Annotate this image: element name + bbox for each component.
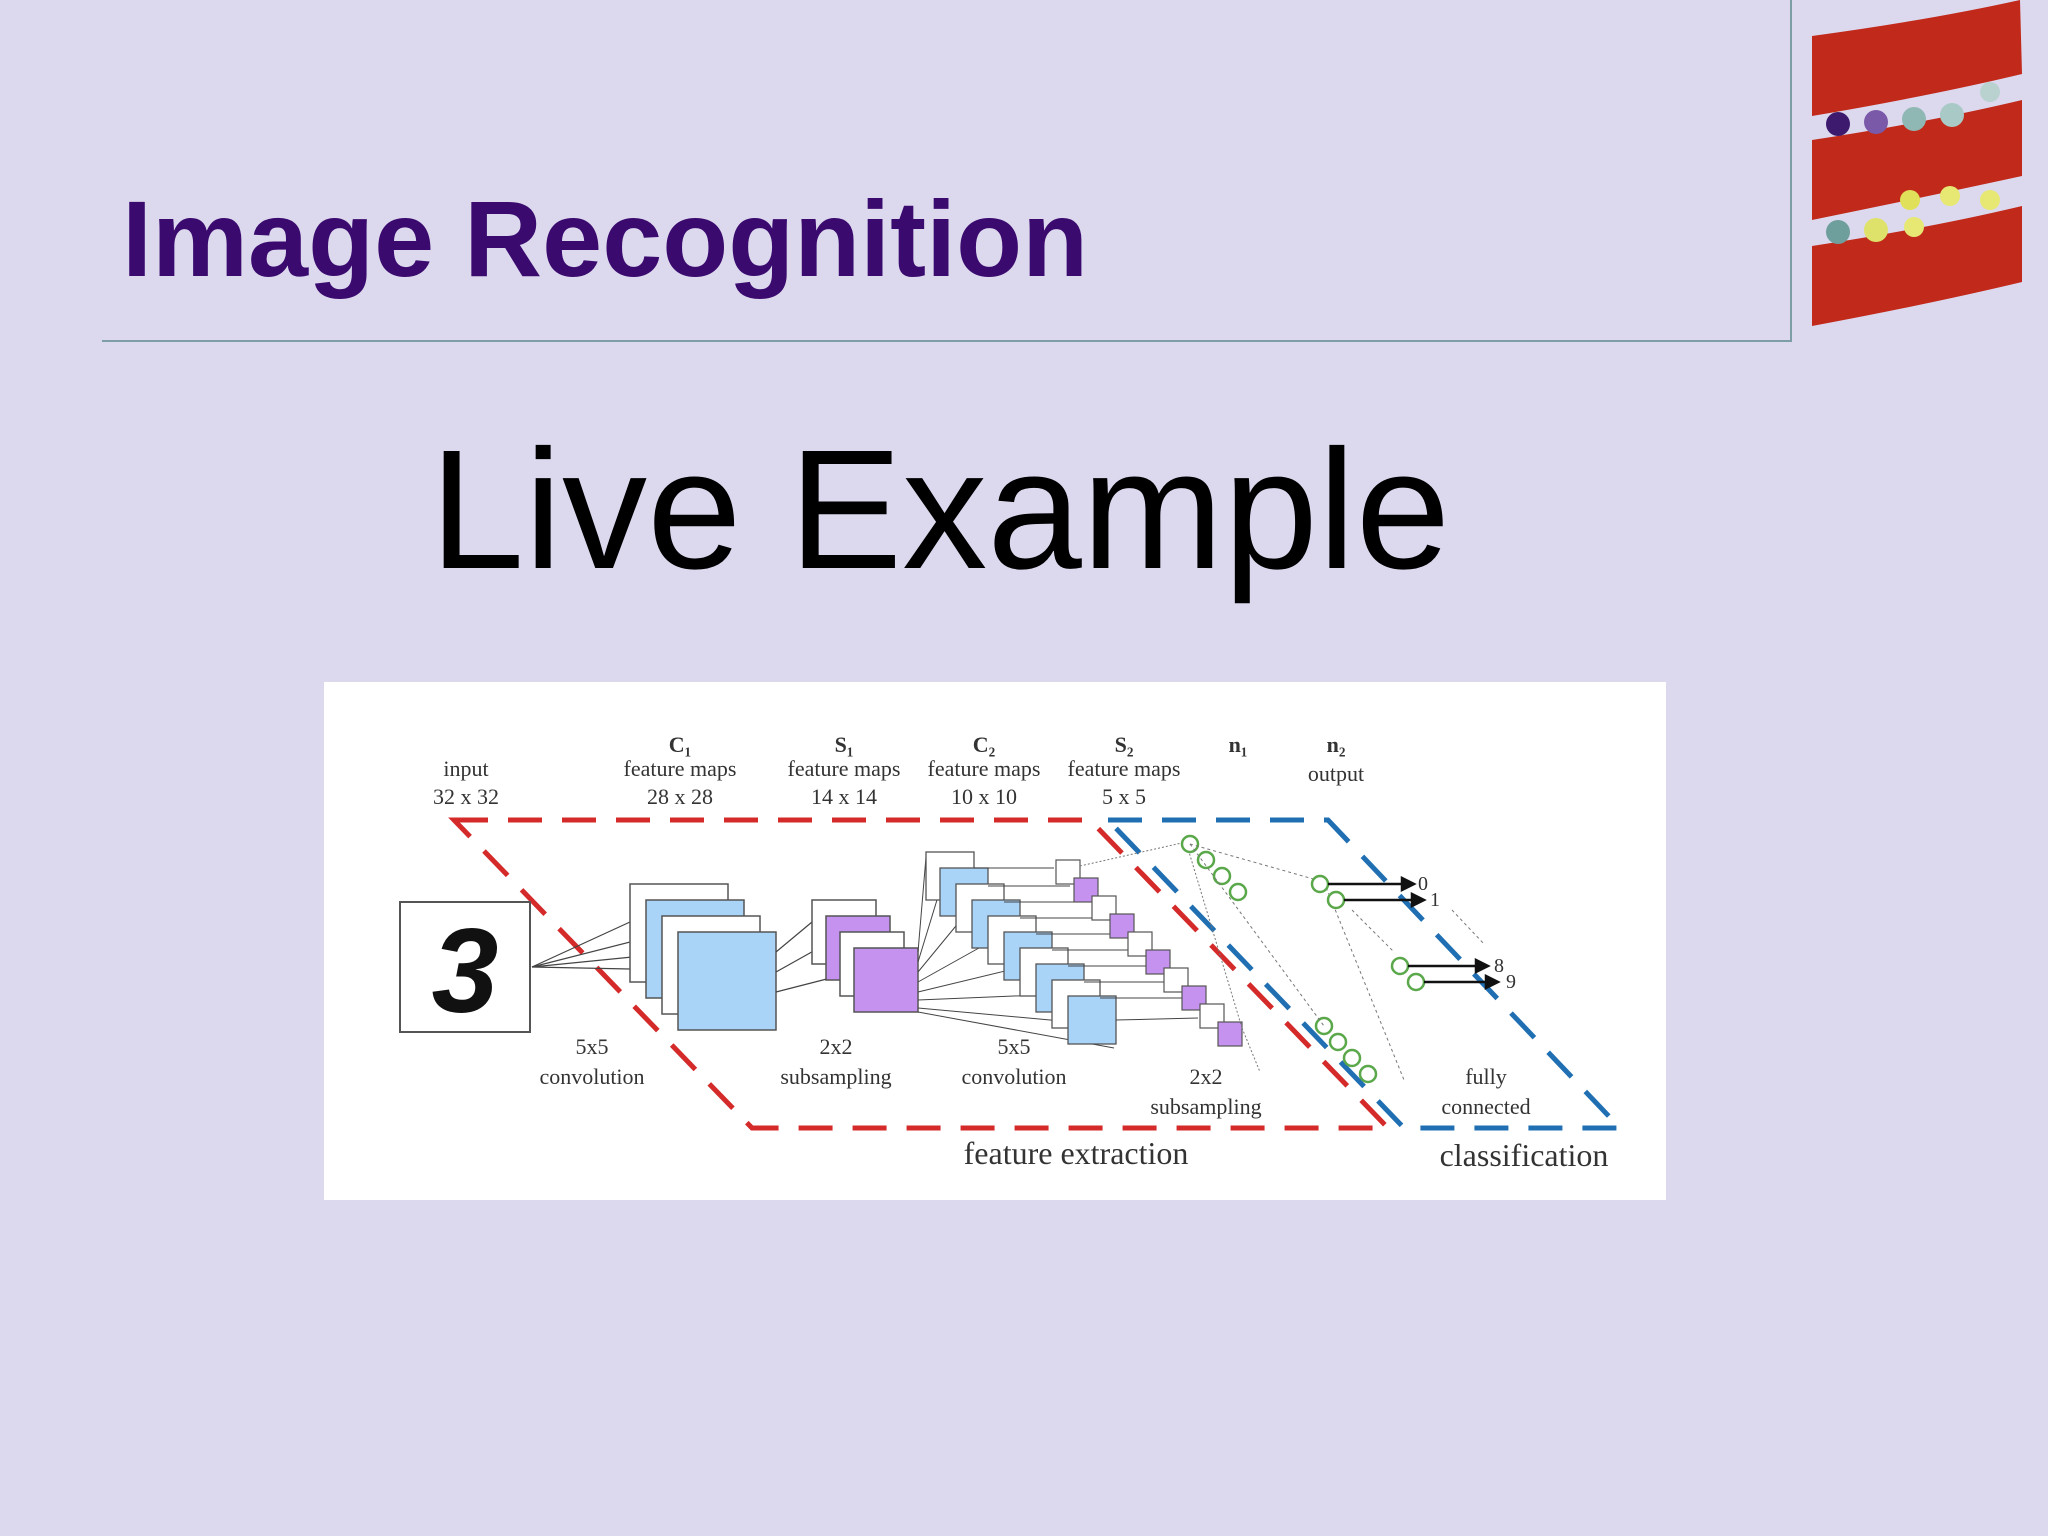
n1-neuron: [1328, 1032, 1348, 1052]
cnn-diagram-svg: 3: [399, 732, 1626, 1173]
s2-map: [1073, 877, 1099, 903]
label-s2-size: 5 x 5: [1102, 784, 1146, 809]
label-s1-id: S₁: [835, 732, 854, 757]
logo-dot: [1826, 220, 1850, 244]
n1-neuron: [1314, 1016, 1334, 1036]
n1-neuron: [1212, 866, 1232, 886]
logo-dot: [1864, 218, 1888, 242]
label-n2-name: output: [1308, 761, 1364, 786]
logo-dot: [1940, 103, 1964, 127]
title-divider: [102, 340, 1792, 342]
logo-dot: [1826, 112, 1850, 136]
op-conv1-name: convolution: [539, 1064, 644, 1089]
label-c2-id: C₂: [973, 732, 996, 757]
s1-map: [853, 947, 919, 1013]
logo-band-bottom: [1812, 206, 2022, 326]
label-input-size: 32 x 32: [433, 784, 499, 809]
n2-neuron: [1406, 972, 1426, 992]
logo-band-top: [1812, 0, 2022, 116]
n1-neuron: [1228, 882, 1248, 902]
input-image: [399, 901, 531, 1033]
output-arrows: [1328, 875, 1501, 991]
label-n2-id: n₂: [1327, 732, 1346, 757]
op-fc-line2: connected: [1441, 1094, 1530, 1119]
logo-dot: [1940, 186, 1960, 206]
logo-band-middle: [1812, 100, 2022, 220]
output-label-9: 9: [1506, 971, 1516, 993]
n1-neuron: [1342, 1048, 1362, 1068]
op-fc-line1: fully: [1465, 1064, 1507, 1089]
n2-neuron: [1326, 890, 1346, 910]
input-digit: 3: [432, 904, 499, 1038]
label-s1-name: feature maps: [788, 756, 901, 781]
label-c1-size: 28 x 28: [647, 784, 713, 809]
n2-neuron: [1390, 956, 1410, 976]
s2-n1-connections: [1079, 841, 1261, 1073]
cnn-diagram: 3: [324, 682, 1666, 1200]
logo-dot: [1904, 217, 1924, 237]
output-label-8: 8: [1494, 955, 1504, 977]
feature-extraction-box: [448, 817, 1394, 1131]
logo-dot: [1864, 110, 1888, 134]
output-label-0: 0: [1418, 873, 1428, 895]
op-conv1-size: 5x5: [576, 1034, 609, 1059]
op-conv2-size: 5x5: [998, 1034, 1031, 1059]
label-c2-size: 10 x 10: [951, 784, 1017, 809]
op-sub2-size: 2x2: [1190, 1064, 1223, 1089]
op-conv2-name: convolution: [961, 1064, 1066, 1089]
n2-neuron: [1310, 874, 1330, 894]
op-sub2-name: subsampling: [1150, 1094, 1261, 1119]
s2-map: [1217, 1021, 1243, 1047]
op-sub1-size: 2x2: [820, 1034, 853, 1059]
label-classification: classification: [1440, 1137, 1609, 1173]
label-s2-id: S₂: [1115, 732, 1134, 757]
op-sub1-name: subsampling: [780, 1064, 891, 1089]
c2-s2-connections: [974, 867, 1199, 1021]
vertical-divider: [1790, 0, 1792, 342]
n1-n2-connections: [1189, 843, 1485, 1081]
label-c1-name: feature maps: [624, 756, 737, 781]
n1-neurons: [1180, 834, 1378, 1084]
output-label-1: 1: [1430, 889, 1440, 911]
logo-dot: [1902, 107, 1926, 131]
label-n1-id: n₁: [1229, 732, 1248, 757]
n1-neuron: [1196, 850, 1216, 870]
label-input-name: input: [443, 756, 488, 781]
n1-neuron: [1358, 1064, 1378, 1084]
logo-dot: [1980, 82, 2000, 102]
live-example-heading: Live Example: [429, 415, 1451, 605]
scala-logo: [1812, 0, 2022, 326]
label-feature-extraction: feature extraction: [964, 1135, 1189, 1171]
label-s2-name: feature maps: [1068, 756, 1181, 781]
logo-dot: [1900, 190, 1920, 210]
slide-title: Image Recognition: [122, 178, 1089, 299]
label-s1-size: 14 x 14: [811, 784, 877, 809]
c1-map: [677, 931, 777, 1031]
c2-map: [1067, 995, 1117, 1045]
classification-box: [1102, 817, 1626, 1131]
label-c2-name: feature maps: [928, 756, 1041, 781]
logo-dot: [1980, 190, 2000, 210]
label-c1-id: C₁: [669, 732, 691, 757]
